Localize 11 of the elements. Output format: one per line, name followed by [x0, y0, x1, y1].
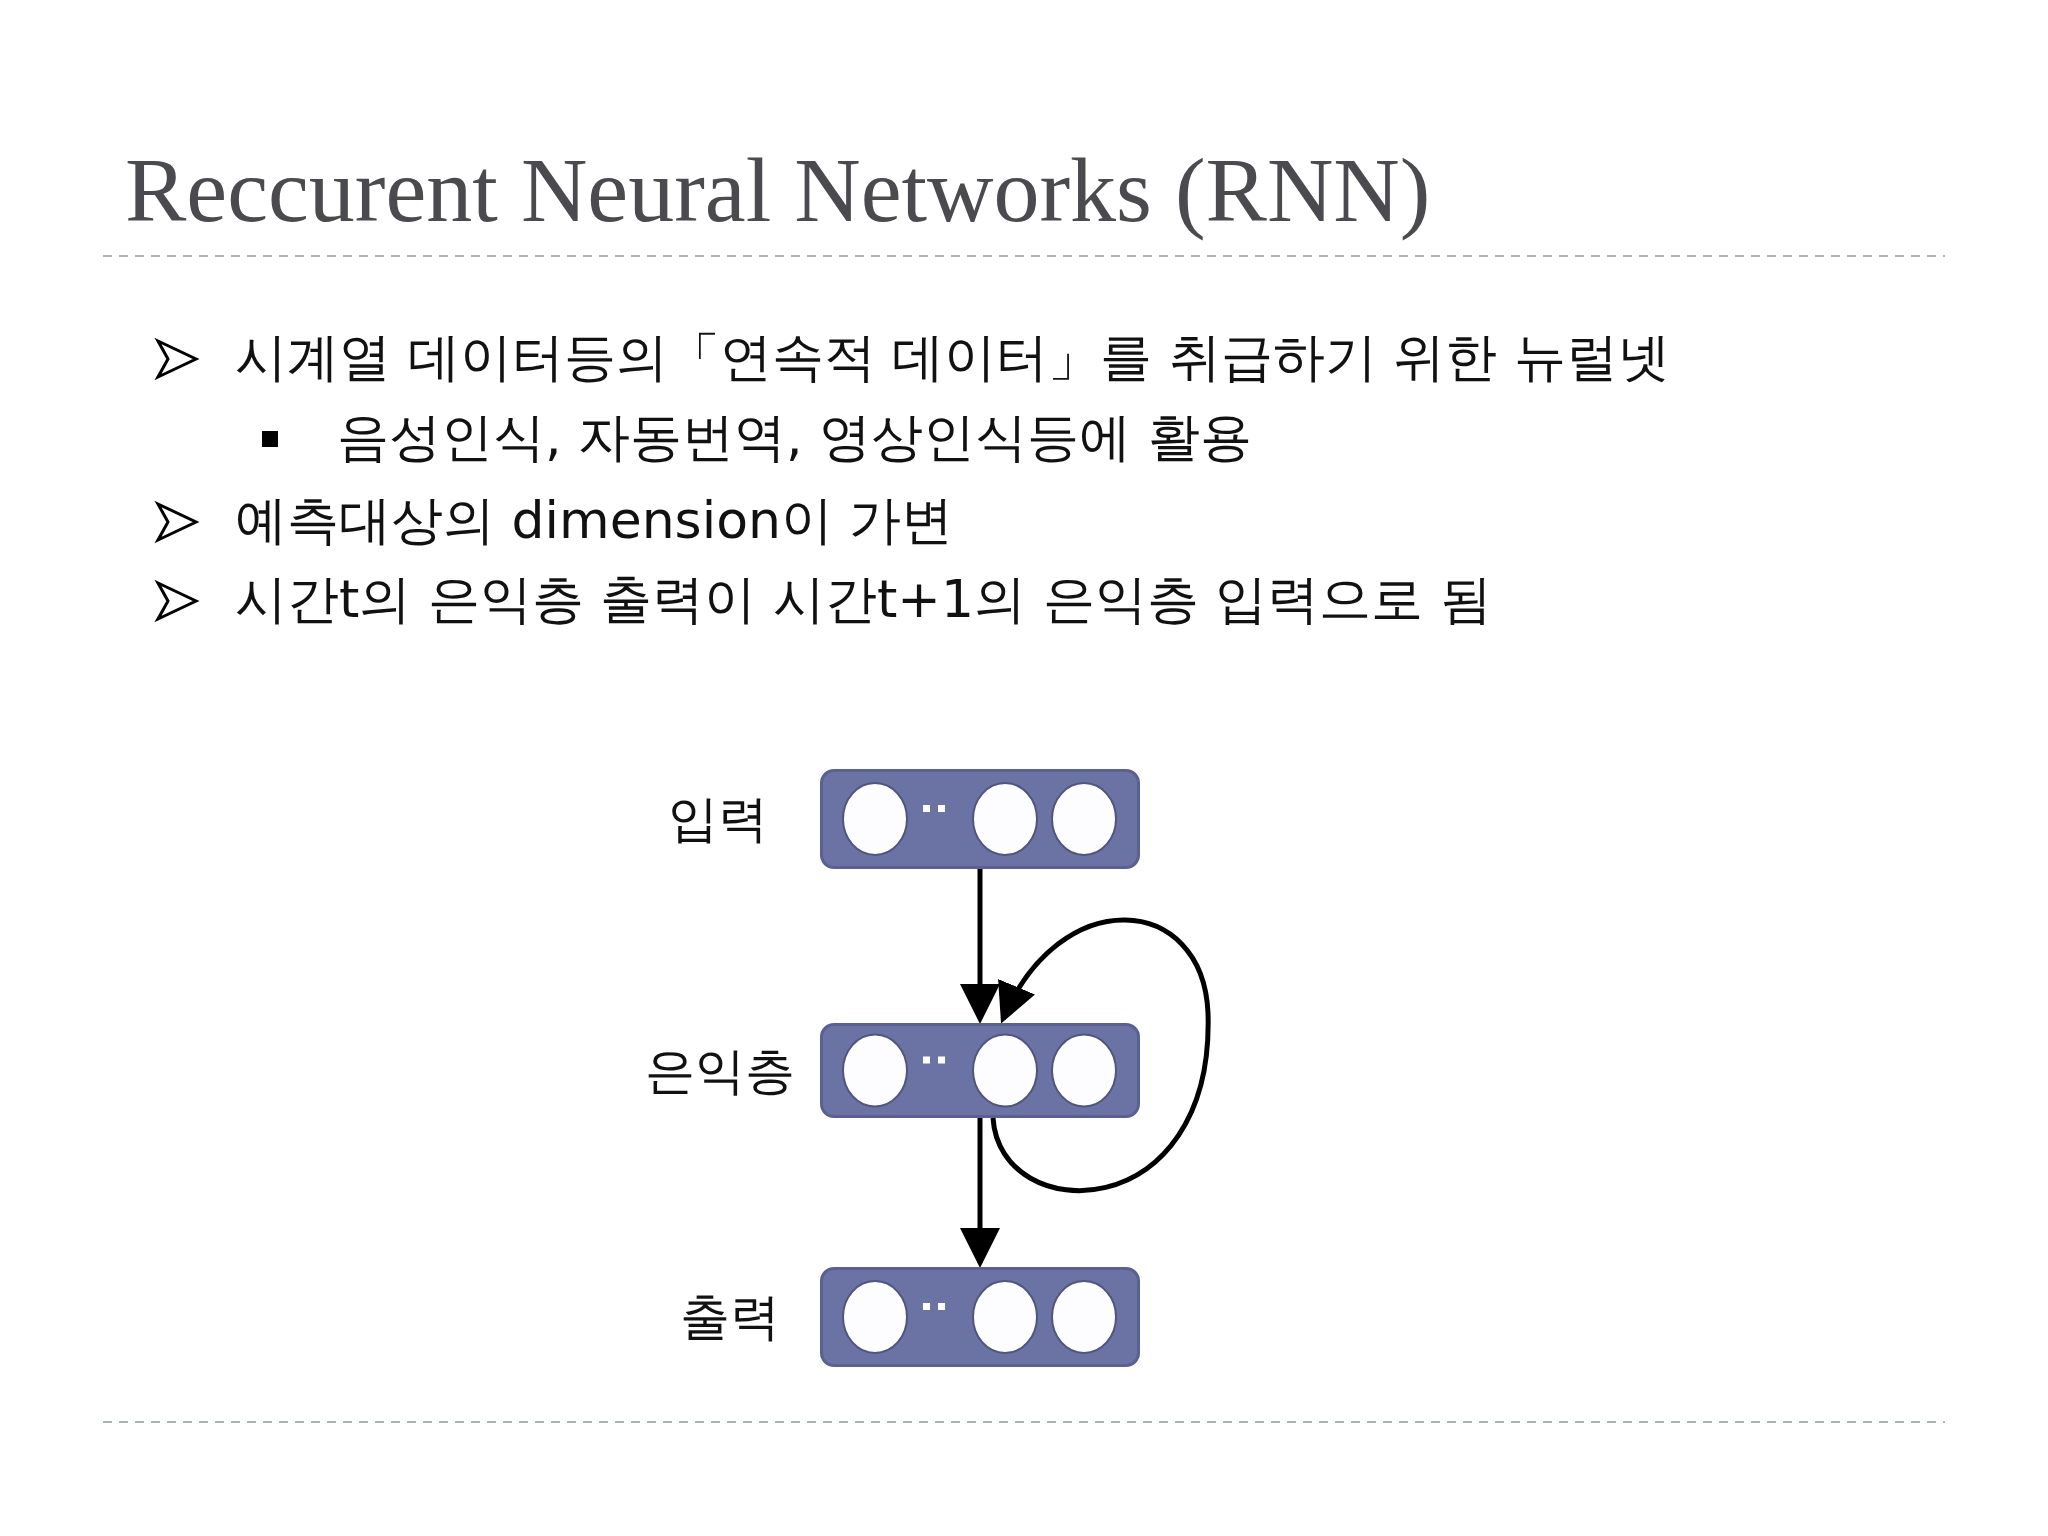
arrow — [960, 869, 1000, 1024]
arrow — [990, 917, 1211, 1193]
slide-title: Reccurent Neural Networks (RNN) — [125, 138, 1431, 243]
bullet-text: 시계열 데이터등의「연속적 데이터」를 취급하기 위한 뉴럴넷 — [235, 326, 1670, 389]
bullet-text: 예측대상의 dimension이 가변 — [235, 489, 954, 552]
layer-label: 은익층 — [645, 1040, 795, 1101]
bullet-text: 시간t의 은익층 출력이 시간t+1의 은익층 입력으로 됨 — [235, 568, 1492, 631]
layer-label: 입력 — [668, 789, 768, 849]
bullet-text: 음성인식, 자동번역, 영상인식등에 활용 — [337, 406, 1252, 469]
arrow — [960, 1118, 1000, 1268]
layer-label: 출력 — [680, 1287, 780, 1347]
